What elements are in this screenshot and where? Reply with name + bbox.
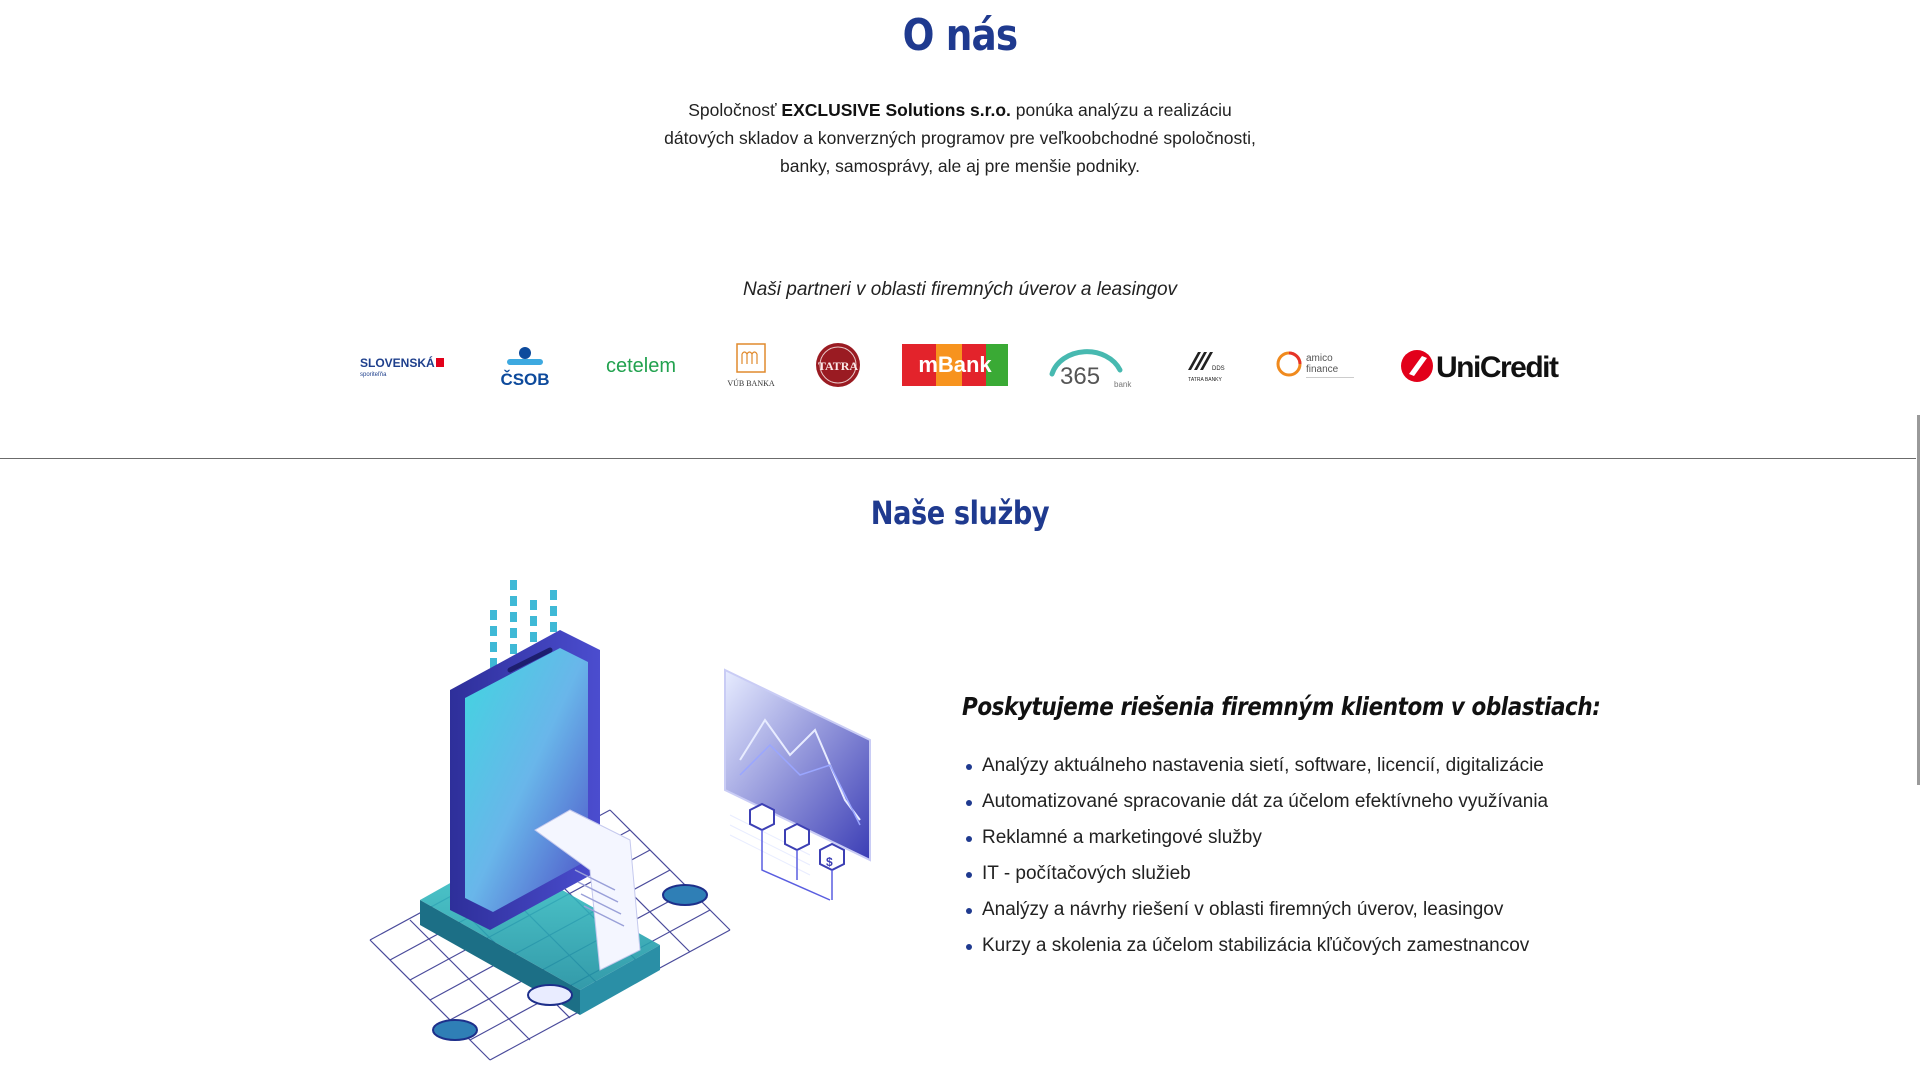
list-item: Analýzy aktuálneho nastavenia sietí, sof… bbox=[966, 748, 1548, 784]
dds-tatra-banky-logo[interactable]: DDS TATRA BANKY bbox=[1184, 348, 1226, 388]
csob-logo-text: ČSOB bbox=[500, 370, 549, 389]
bullet-icon bbox=[966, 944, 972, 950]
about-text-suffix: ponúka analýzu a realizáciu dátových skl… bbox=[664, 100, 1256, 176]
bullet-icon bbox=[966, 764, 972, 770]
bank-365-number: 365 bbox=[1060, 363, 1100, 390]
bank-365-sub: bank bbox=[1114, 380, 1132, 389]
service-item-text: Automatizované spracovanie dát za účelom… bbox=[982, 791, 1549, 812]
about-description: Spoločnosť EXCLUSIVE Solutions s.r.o. po… bbox=[660, 96, 1260, 180]
slovenska-sporitelna-logo[interactable]: SLOVENSKÁ sporiteľňa bbox=[358, 354, 448, 378]
services-subtitle: Poskytujeme riešenia firemným klientom v… bbox=[962, 692, 1601, 721]
partners-title: Naši partneri v oblasti firemných úverov… bbox=[742, 279, 1178, 300]
bank-365-logo[interactable]: 365 bank bbox=[1046, 340, 1138, 392]
about-text-prefix: Spoločnosť bbox=[688, 100, 782, 120]
svg-text:$: $ bbox=[826, 855, 833, 869]
services-list: Analýzy aktuálneho nastavenia sietí, sof… bbox=[966, 748, 1548, 964]
bullet-icon bbox=[966, 800, 972, 806]
service-item-text: Analýzy aktuálneho nastavenia sietí, sof… bbox=[982, 755, 1544, 776]
company-name: EXCLUSIVE Solutions s.r.o. bbox=[781, 100, 1011, 120]
service-item-text: Reklamné a marketingové služby bbox=[982, 827, 1262, 848]
service-item-text: Kurzy a skolenia za účelom stabilizácia … bbox=[982, 935, 1530, 956]
unicredit-logo-text: UniCredit bbox=[1436, 351, 1559, 384]
scrollbar-thumb[interactable] bbox=[1917, 415, 1920, 785]
vub-banka-logo[interactable]: VÚB BANKA bbox=[726, 342, 776, 390]
vub-logo-text: VÚB BANKA bbox=[727, 378, 775, 388]
list-item: IT - počítačových služieb bbox=[966, 856, 1548, 892]
dds-logo-text: TATRA BANKY bbox=[1188, 377, 1222, 383]
bullet-icon bbox=[966, 836, 972, 842]
cetelem-logo-text: cetelem bbox=[606, 355, 676, 377]
unicredit-logo[interactable]: UniCredit bbox=[1400, 346, 1564, 388]
bullet-icon bbox=[966, 908, 972, 914]
list-item: Analýzy a návrhy riešení v oblasti firem… bbox=[966, 892, 1548, 928]
list-item: Automatizované spracovanie dát za účelom… bbox=[966, 784, 1548, 820]
services-title: Naše služby bbox=[870, 494, 1050, 532]
partner-logos: SLOVENSKÁ sporiteľňa ČSOB cetelem VÚB BA… bbox=[0, 336, 1920, 396]
cetelem-logo[interactable]: cetelem bbox=[604, 352, 688, 380]
bullet-icon bbox=[966, 872, 972, 878]
amico-finance-logo[interactable]: amico finance bbox=[1274, 348, 1358, 384]
section-divider bbox=[0, 458, 1916, 459]
slovenska-logo-text: SLOVENSKÁ bbox=[360, 355, 435, 370]
mbank-logo-text: mBank bbox=[918, 352, 992, 377]
list-item: Reklamné a marketingové služby bbox=[966, 820, 1548, 856]
csob-logo[interactable]: ČSOB bbox=[498, 346, 552, 390]
tatra-emblem-logo[interactable]: TATRA bbox=[814, 341, 862, 389]
amico-logo-sub: finance bbox=[1306, 364, 1339, 375]
list-item: Kurzy a skolenia za účelom stabilizácia … bbox=[966, 928, 1548, 964]
service-item-text: IT - počítačových služieb bbox=[982, 863, 1191, 884]
about-title: O nás bbox=[902, 10, 1019, 61]
tatra-emblem-text: TATRA bbox=[818, 359, 859, 373]
dds-logo-sub: DDS bbox=[1212, 366, 1225, 372]
slovenska-logo-sub: sporiteľňa bbox=[360, 372, 387, 378]
service-item-text: Analýzy a návrhy riešení v oblasti firem… bbox=[982, 899, 1504, 920]
services-illustration: $ bbox=[369, 580, 871, 1061]
amico-logo-text: amico bbox=[1306, 353, 1333, 364]
mbank-logo[interactable]: mBank bbox=[902, 344, 1008, 386]
